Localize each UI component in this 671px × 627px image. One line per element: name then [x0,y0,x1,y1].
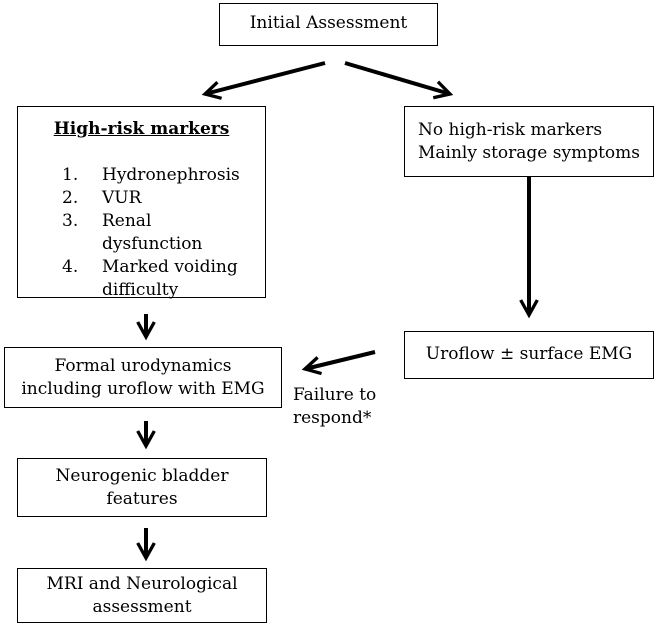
list-item: 3.Renal dysfunction [62,211,203,254]
no-high-risk-line1: No high-risk markers [418,120,603,140]
arrow-uroflow-to-formal [305,350,376,369]
mri-line1: MRI and Neurological [46,574,238,594]
uroflow-label: Uroflow ± surface EMG [425,344,633,364]
formal-urodynamics-line2: including uroflow with EMG [21,379,265,399]
neurogenic-bladder-box: Neurogenic bladder features [17,458,267,517]
uroflow-box: Uroflow ± surface EMG [404,331,654,379]
list-item: 1.Hydronephrosis [62,165,240,185]
mri-neurological-box: MRI and Neurological assessment [17,568,267,623]
neurogenic-line2: features [106,489,178,509]
neurogenic-line1: Neurogenic bladder [55,466,229,486]
high-risk-list: 1.Hydronephrosis 2.VUR 3.Renal dysfuncti… [62,164,255,302]
high-risk-heading: High-risk markers [53,119,230,139]
list-item: 2.VUR [62,188,142,208]
initial-assessment-box: Initial Assessment [219,3,438,46]
mri-line2: assessment [92,597,192,617]
arrow-initial-to-high-risk [205,61,326,94]
formal-urodynamics-box: Formal urodynamics including uroflow wit… [4,347,282,408]
list-item: 4.Marked voiding difficulty [62,257,238,300]
no-high-risk-line2: Mainly storage symptoms [418,143,641,163]
initial-assessment-label: Initial Assessment [249,13,408,33]
high-risk-markers-box: High-risk markers 1.Hydronephrosis 2.VUR… [17,106,266,300]
failure-to-respond-label: Failure to respond* [293,385,377,428]
formal-urodynamics-line1: Formal urodynamics [54,356,232,376]
no-high-risk-box: No high-risk markers Mainly storage symp… [404,106,654,177]
arrow-initial-to-no-high-risk [344,61,450,94]
